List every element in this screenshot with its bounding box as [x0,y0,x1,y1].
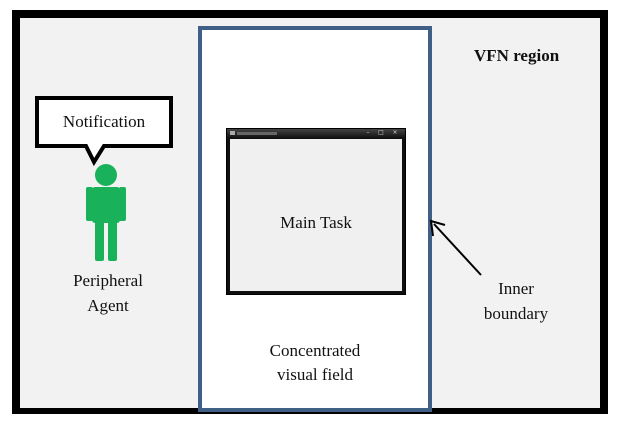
concentrated-visual-field-label: Concentrated visual field [198,339,432,387]
person-icon [86,164,126,261]
window-title-placeholder [237,132,277,135]
window-titlebar: – □ × [227,129,405,138]
inner-label-line1: Inner [498,279,534,298]
inner-label-line2: boundary [483,304,549,323]
window-app-icon [230,131,235,135]
notification-bubble [35,96,173,167]
inner-boundary-label: Inner boundary [466,276,566,326]
vfn-region-label: VFN region [474,46,560,65]
maximize-icon: □ [378,129,384,136]
inner-boundary-arrow [429,219,482,276]
main-task-window: – □ × Main Task [226,128,406,295]
notification-label: Notification [62,112,146,131]
window-content: Main Task [230,139,402,291]
minimize-icon: – [366,129,370,136]
field-label-line2: visual field [276,365,353,384]
close-icon: × [392,129,398,136]
peripheral-agent-label: Peripheral Agent [50,268,166,318]
main-task-label: Main Task [280,213,352,232]
agent-label-line2: Agent [87,296,129,315]
agent-label-line1: Peripheral [73,271,143,290]
field-label-line1: Concentrated [269,341,361,360]
